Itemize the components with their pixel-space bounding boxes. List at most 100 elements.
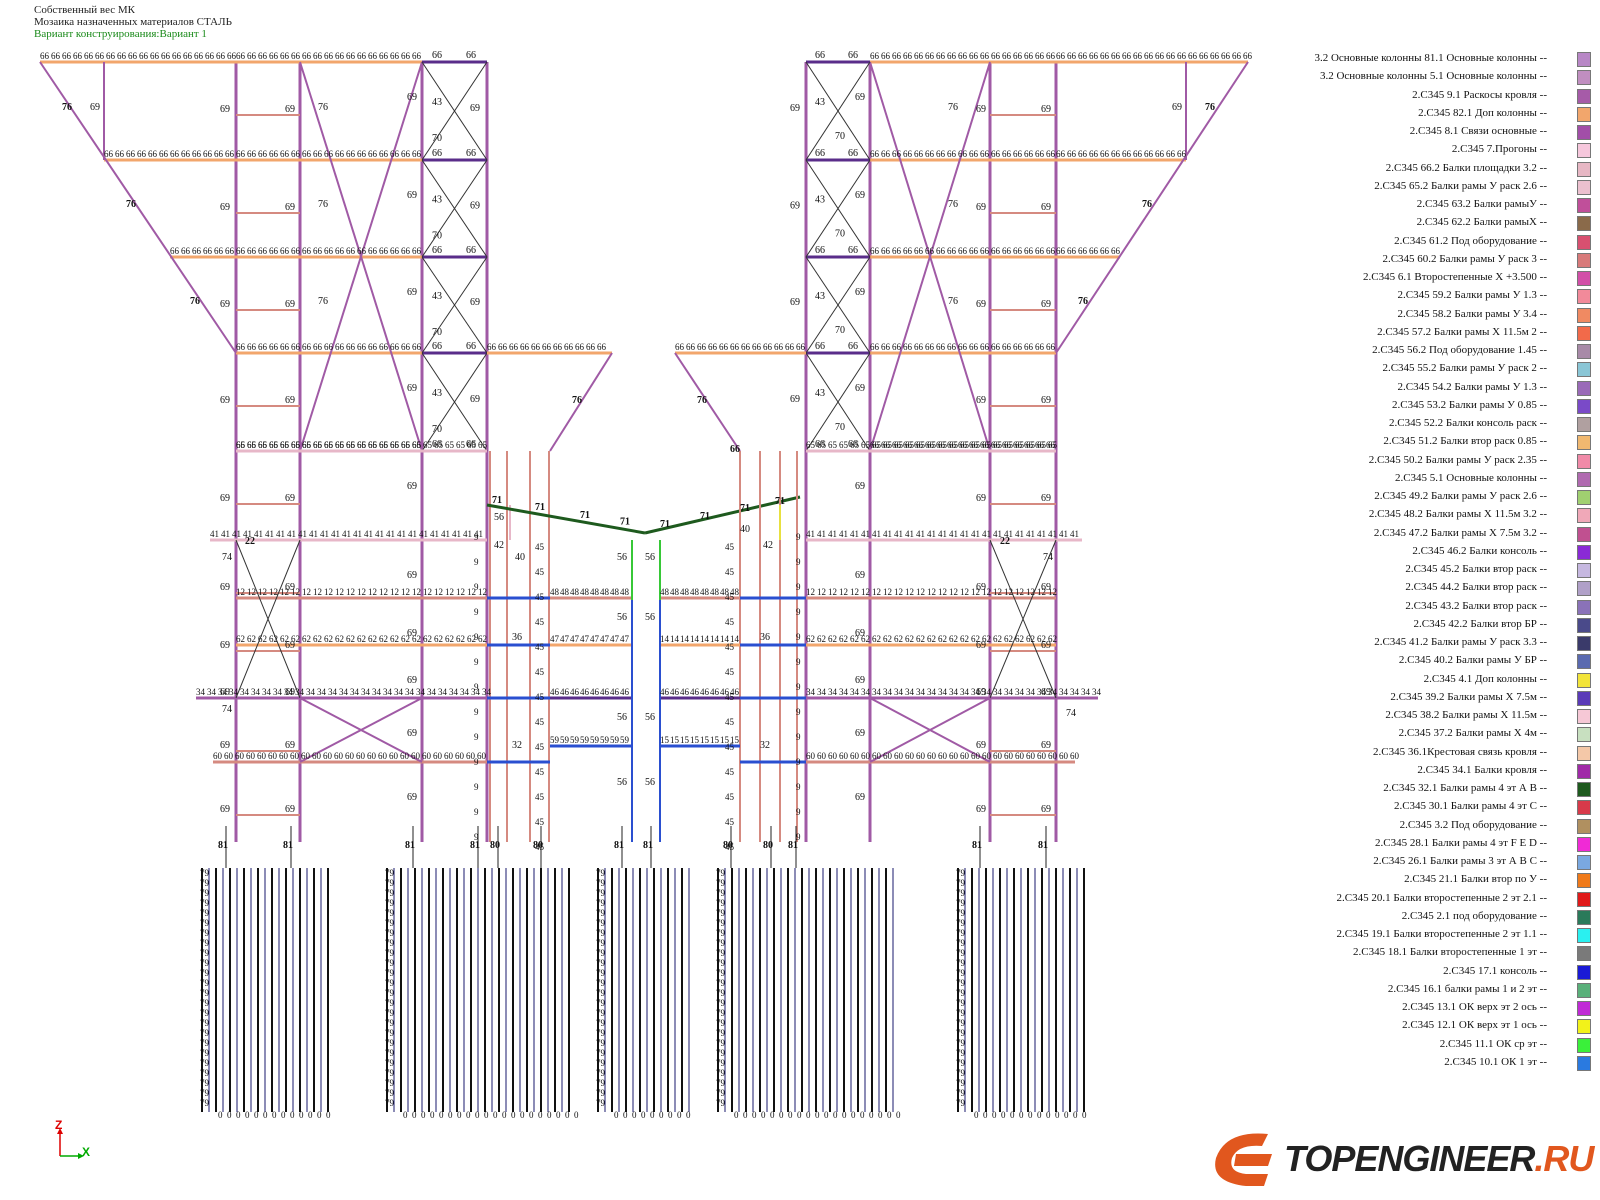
member-label: 60 — [411, 751, 421, 761]
member-label: 69 — [220, 640, 230, 651]
legend-color-swatch — [1577, 964, 1591, 980]
legend-item: 2.С345 11.1 ОК ср эт -- — [1270, 1036, 1595, 1054]
member-label: 0 — [797, 1110, 802, 1120]
legend-color-swatch — [1577, 362, 1591, 378]
member-label: 79 — [716, 1018, 726, 1028]
member-label: 79 — [200, 1058, 210, 1068]
member-label: 79 — [385, 908, 395, 918]
member-label: 66 — [115, 149, 125, 159]
member-label: 66 — [1111, 246, 1121, 256]
member-label: 66 — [1024, 51, 1034, 61]
member-label: 66 — [958, 149, 968, 159]
member-label: 34 — [894, 687, 904, 697]
member-label: 79 — [956, 998, 966, 1008]
member-label: 79 — [716, 1028, 726, 1038]
member-label: 0 — [412, 1110, 417, 1120]
member-label: 34 — [1015, 687, 1025, 697]
member-label: 69 — [976, 582, 986, 593]
member-label: 62 — [828, 634, 837, 644]
bracing-line — [421, 61, 488, 161]
member-label: 60 — [971, 751, 981, 761]
member-label: 41 — [1026, 529, 1035, 539]
legend-color-swatch — [1577, 690, 1591, 706]
member-label: 41 — [1048, 529, 1057, 539]
member-label: 66 — [903, 149, 913, 159]
member-label: 66 — [881, 342, 891, 352]
member-label: 69 — [1041, 104, 1051, 115]
member-label: 0 — [317, 1110, 322, 1120]
member-label: 66 — [730, 342, 740, 352]
legend-color-swatch — [1577, 946, 1591, 962]
member-label: 0 — [457, 1110, 462, 1120]
member-label: 65 — [1026, 440, 1036, 450]
member-label: 66 — [401, 149, 411, 159]
member-label: 43 — [815, 388, 825, 399]
member-label: 69 — [976, 804, 986, 815]
legend-color-swatch — [1577, 435, 1591, 451]
member-label: 12 — [401, 587, 410, 597]
legend-item: 2.С345 47.2 Балки рамы Х 7.5м 3.2 -- — [1270, 525, 1595, 543]
member-label: 12 — [335, 587, 344, 597]
member-label: 69 — [855, 628, 865, 639]
member-label: 65 — [478, 440, 488, 450]
member-label: 66 — [313, 51, 323, 61]
member-label: 12 — [412, 587, 421, 597]
axis-x-label: X — [82, 1145, 91, 1159]
legend-item: 2.С345 57.2 Балки рамы Х 11.5м 2 -- — [1270, 324, 1595, 342]
member-label: 69 — [285, 740, 295, 751]
member-label: 60 — [455, 751, 465, 761]
legend-item: 2.С345 38.2 Балки рамы Х 11.5м -- — [1270, 707, 1595, 725]
member-label: 14 — [700, 634, 710, 644]
member-label: 60 — [213, 751, 223, 761]
member-label: 65 — [412, 440, 422, 450]
member-label: 66 — [903, 342, 913, 352]
member-label: 43 — [432, 388, 442, 399]
member-label: 65 — [247, 440, 257, 450]
legend-item: 2.С345 44.2 Балки втор раск -- — [1270, 579, 1595, 597]
member-label: 66 — [269, 246, 279, 256]
member-label: 66 — [881, 440, 891, 450]
member-label: 66 — [1013, 149, 1023, 159]
member-label: 0 — [403, 1110, 408, 1120]
member-label: 66 — [958, 51, 968, 61]
member-label: 76 — [572, 395, 582, 406]
member-label: 81 — [972, 840, 982, 851]
member-label: 12 — [828, 587, 837, 597]
member-label: 69 — [220, 804, 230, 815]
member-label: 66 — [958, 440, 968, 450]
legend-item-label: 2.С345 48.2 Балки рамы Х 11.5м 3.2 -- — [1368, 508, 1547, 521]
member-label: 9 — [796, 582, 801, 592]
member-label: 46 — [710, 687, 720, 697]
member-label: 70 — [835, 422, 845, 433]
member-label: 65 — [817, 440, 827, 450]
member-label: 60 — [345, 751, 355, 761]
legend-color-swatch — [1577, 636, 1591, 651]
member-label: 80 — [490, 840, 500, 851]
member-label: 34 — [982, 687, 992, 697]
member-label: 66 — [280, 51, 290, 61]
member-label: 79 — [716, 1098, 726, 1108]
member-label: 66 — [1013, 51, 1023, 61]
member-label: 79 — [716, 958, 726, 968]
member-label: 45 — [725, 742, 735, 752]
member-label: 62 — [850, 634, 859, 644]
member-label: 66 — [925, 149, 935, 159]
member-label: 66 — [509, 342, 519, 352]
member-label: 34 — [438, 687, 448, 697]
member-label: 66 — [412, 246, 422, 256]
member-label: 79 — [716, 978, 726, 988]
member-label: 66 — [991, 440, 1001, 450]
member-label: 79 — [956, 1058, 966, 1068]
member-label: 14 — [690, 634, 700, 644]
member-label: 66 — [357, 440, 367, 450]
member-label: 12 — [445, 587, 454, 597]
member-label: 66 — [925, 246, 935, 256]
member-label: 66 — [1002, 342, 1012, 352]
member-label: 79 — [716, 918, 726, 928]
member-label: 43 — [815, 195, 825, 206]
member-label: 46 — [590, 687, 600, 697]
member-label: 69 — [855, 728, 865, 739]
member-label: 79 — [956, 1088, 966, 1098]
member-label: 0 — [851, 1110, 856, 1120]
